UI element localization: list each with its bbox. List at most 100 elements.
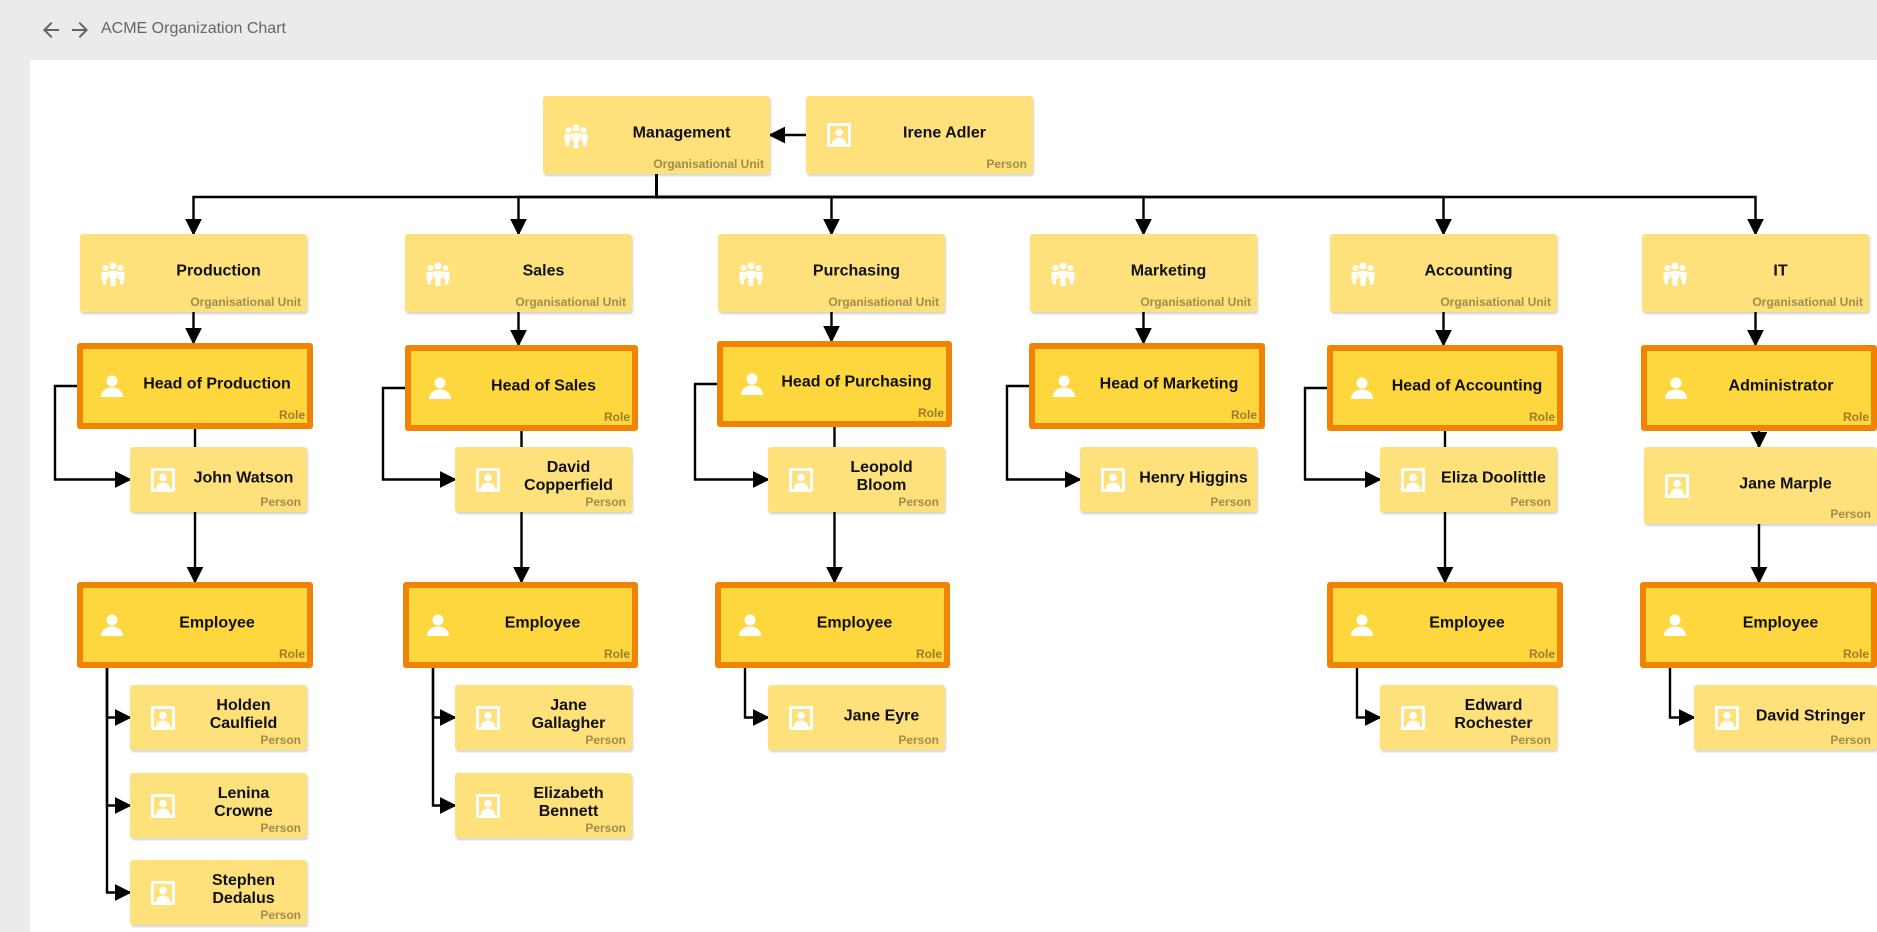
node-label: Employee	[504, 614, 581, 632]
node-type: Role	[278, 408, 305, 422]
person-portrait-icon	[148, 703, 178, 733]
edge-employee-purchasing-to-jane-eyre	[743, 668, 770, 726]
node-type: Organisational Unit	[1140, 295, 1251, 309]
edge-employee-production-to-lenina-crowne	[105, 668, 132, 814]
person-portrait-icon	[786, 465, 816, 495]
edge-head-marketing-to-henry-higgins	[1005, 384, 1082, 488]
node-label: Leopold Bloom	[850, 458, 913, 494]
top-toolbar: ACME Organization Chart	[0, 0, 1877, 60]
edge-employee-production-to-holden-caulfield	[105, 668, 132, 726]
node-type: Person	[585, 495, 626, 509]
edge-management-to-sales	[510, 174, 658, 236]
person-portrait-icon	[786, 703, 816, 733]
person-portrait-icon	[1398, 465, 1428, 495]
node-type: Role	[1230, 408, 1257, 422]
edge-employee-sales-to-jane-gallagher	[431, 668, 457, 726]
node-label: Jane Eyre	[843, 707, 920, 725]
person-icon	[1661, 373, 1691, 403]
node-type: Role	[1842, 647, 1869, 661]
person-portrait-icon	[1098, 465, 1128, 495]
node-type: Role	[1528, 410, 1555, 424]
person-portrait-icon	[1398, 703, 1428, 733]
node-type: Person	[585, 733, 626, 747]
node-label: David Stringer	[1755, 707, 1866, 725]
people-group-icon	[561, 120, 591, 150]
node-label: Marketing	[1130, 262, 1207, 280]
person-icon	[1049, 371, 1079, 401]
edge-management-to-accounting	[655, 174, 1452, 236]
edge-employee-accounting-to-edward-rochester	[1355, 668, 1382, 726]
arrow-left-icon	[43, 22, 59, 38]
node-label: Head of Marketing	[1099, 375, 1239, 393]
forward-button[interactable]	[68, 18, 92, 42]
edge-management-to-it	[655, 174, 1764, 236]
node-label: Employee	[179, 614, 255, 632]
node-type: Organisational Unit	[1752, 295, 1863, 309]
node-type: Role	[917, 406, 944, 420]
node-type: Person	[260, 733, 301, 747]
node-type: Organisational Unit	[828, 295, 939, 309]
node-type: Person	[986, 157, 1027, 171]
page-title: ACME Organization Chart	[101, 20, 286, 37]
node-type: Person	[260, 495, 301, 509]
node-type: Person	[1830, 733, 1871, 747]
node-label: Management	[632, 124, 731, 142]
edge-management-to-production	[185, 174, 658, 236]
person-icon	[1347, 373, 1377, 403]
person-icon	[1660, 610, 1690, 640]
node-label: Production	[176, 262, 261, 280]
node-type: Person	[898, 495, 939, 509]
people-group-icon	[736, 258, 766, 288]
person-icon	[97, 610, 127, 640]
person-icon	[97, 371, 127, 401]
people-group-icon	[1048, 258, 1078, 288]
people-group-icon	[423, 258, 453, 288]
person-portrait-icon	[148, 465, 178, 495]
node-label: David Copperfield	[524, 458, 613, 494]
back-button[interactable]	[39, 18, 63, 42]
person-icon	[735, 610, 765, 640]
node-type: Organisational Unit	[653, 157, 764, 171]
edge-employee-it-to-david-stringer	[1668, 668, 1696, 726]
people-group-icon	[98, 258, 128, 288]
node-type: Organisational Unit	[515, 295, 626, 309]
node-label: Irene Adler	[903, 124, 986, 142]
node-type: Role	[1528, 647, 1555, 661]
edge-employee-production-to-stephen-dedalus	[105, 668, 132, 901]
node-label: Henry Higgins	[1139, 469, 1248, 487]
